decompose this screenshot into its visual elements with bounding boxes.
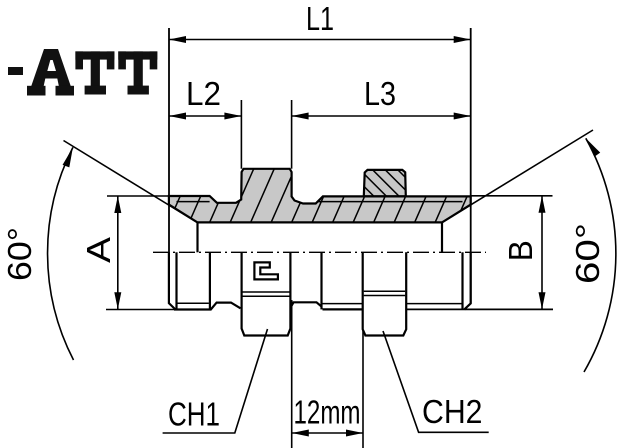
svg-text:CH2: CH2 — [422, 393, 483, 430]
svg-text:12mm: 12mm — [294, 394, 361, 431]
svg-text:L1: L1 — [306, 0, 334, 37]
svg-text:60°: 60° — [1, 227, 38, 281]
svg-text:CH1: CH1 — [168, 396, 220, 433]
svg-text:A: A — [80, 237, 117, 263]
svg-text:L3: L3 — [364, 75, 396, 112]
svg-text:60°: 60° — [569, 223, 606, 284]
svg-text:L2: L2 — [186, 75, 221, 112]
svg-text:B: B — [502, 240, 539, 261]
